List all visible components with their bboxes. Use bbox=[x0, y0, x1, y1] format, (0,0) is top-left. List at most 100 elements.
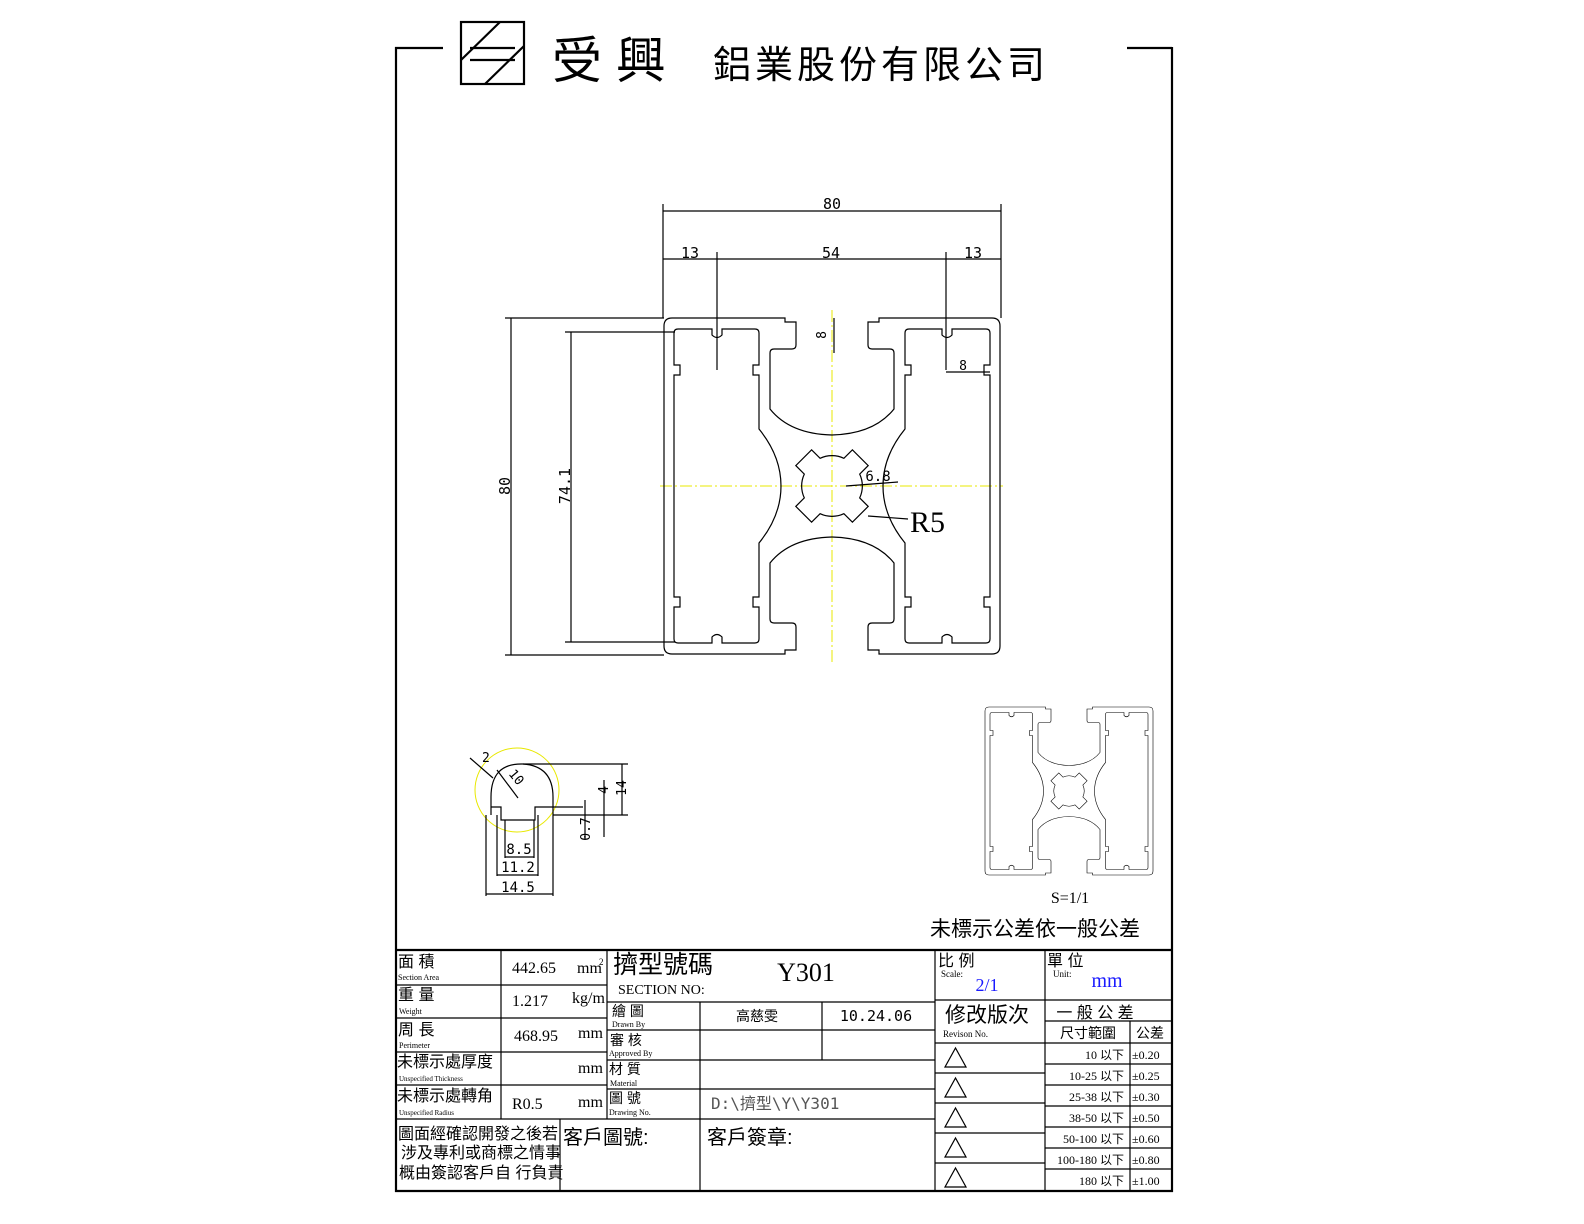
drawing-no-label-en: Drawing No. bbox=[609, 1108, 651, 1117]
thumbnail-scale: S=1/1 bbox=[1051, 890, 1089, 907]
drawn-date: 10.24.06 bbox=[840, 1007, 912, 1025]
sheet-frame bbox=[394, 47, 1174, 1193]
weight-unit: kg/m bbox=[572, 990, 605, 1007]
thickness-unit: mm bbox=[578, 1060, 603, 1077]
drawn-by-label-en: Drawn By bbox=[612, 1020, 645, 1029]
approved-by-label-en: Approved By bbox=[609, 1049, 652, 1058]
unit-label-en: Unit: bbox=[1053, 969, 1072, 979]
dim-side-slot: 8 bbox=[959, 359, 967, 374]
tolerance-table: 10 以下 ±0.20 10-25 以下 ±0.25 25-38 以下 ±0.30 38-5… bbox=[1057, 1048, 1160, 1188]
thickness-label: 未標示處厚度 bbox=[397, 1053, 493, 1071]
section-no-label: 擠型號碼 bbox=[613, 951, 713, 979]
title-block: 面 積 Section Area 442.65 mm 2 重 量 Weight … bbox=[395, 948, 1173, 1191]
customer-drawing-no-label: 客戶圖號: bbox=[563, 1126, 649, 1149]
tolerance-title: 一 般 公 差 bbox=[1056, 1004, 1133, 1022]
revision-triangle-icon bbox=[943, 1166, 968, 1188]
company-logo bbox=[459, 20, 526, 86]
area-label-en: Section Area bbox=[398, 973, 440, 982]
dim-inner-height: 74.1 bbox=[556, 468, 574, 504]
company-name-large: 受 興 bbox=[552, 33, 666, 89]
unit-value: mm bbox=[1091, 970, 1123, 992]
area-value: 442.65 bbox=[512, 960, 556, 977]
perimeter-value: 468.95 bbox=[514, 1028, 558, 1045]
tolerance-header-range: 尺寸範圍 bbox=[1060, 1025, 1116, 1041]
revision-triangles bbox=[943, 1046, 968, 1188]
detail-edge: 2 bbox=[482, 751, 490, 766]
header: 受 興 鋁業股份有限公司 bbox=[395, 20, 1172, 89]
weight-label: 重 量 bbox=[398, 986, 434, 1004]
scale-value: 2/1 bbox=[975, 975, 998, 995]
radius-unit: mm bbox=[578, 1094, 603, 1111]
dim-overall-width: 80 bbox=[823, 195, 841, 213]
material-label-en: Material bbox=[610, 1079, 638, 1088]
tolerance-header-tol: 公差 bbox=[1136, 1025, 1164, 1041]
tolerance-value: ±0.20 bbox=[1132, 1048, 1160, 1062]
unit-label: 單 位 bbox=[1047, 952, 1083, 970]
tolerance-range: 38-50 以下 bbox=[1069, 1111, 1124, 1125]
section-no-value: Y301 bbox=[777, 958, 835, 987]
detail-inner-width: 8.5 bbox=[506, 842, 531, 858]
weight-value: 1.217 bbox=[512, 993, 548, 1010]
main-profile-view bbox=[660, 310, 1003, 662]
scale-label: 比 例 bbox=[938, 952, 974, 970]
tolerance-range: 50-100 以下 bbox=[1063, 1132, 1124, 1146]
disclaimer-line-2: 涉及專利或商標之情事 bbox=[401, 1144, 561, 1162]
detail-mid-width: 11.2 bbox=[501, 860, 535, 876]
perimeter-unit: mm bbox=[578, 1025, 603, 1042]
drawn-by-value: 高慈雯 bbox=[736, 1008, 778, 1024]
radius-value: R0.5 bbox=[512, 1096, 543, 1113]
tolerance-range: 100-180 以下 bbox=[1057, 1153, 1124, 1167]
thickness-label-en: Unspecified Thickness bbox=[399, 1075, 463, 1083]
perimeter-label: 周 長 bbox=[398, 1021, 434, 1039]
dimensions: 80 13 54 13 80 74.1 8 8 6.8 R5 bbox=[496, 195, 1002, 656]
detail-outer-width: 14.5 bbox=[501, 880, 535, 896]
radius-label: 未標示處轉角 bbox=[397, 1087, 493, 1105]
tolerance-note: 未標示公差依一般公差 bbox=[930, 918, 1140, 941]
section-no-label-en: SECTION NO: bbox=[618, 983, 705, 998]
disclaimer-line-3: 概由簽認客戶自 行負責 bbox=[399, 1164, 563, 1182]
tolerance-value: ±0.60 bbox=[1132, 1132, 1160, 1146]
area-label: 面 積 bbox=[398, 953, 434, 971]
drawing-no-label: 圖 號 bbox=[609, 1090, 641, 1106]
tolerance-value: ±0.30 bbox=[1132, 1090, 1160, 1104]
dim-center-span: 54 bbox=[822, 244, 840, 262]
tolerance-range: 10 以下 bbox=[1085, 1048, 1124, 1062]
tolerance-value: ±1.00 bbox=[1132, 1174, 1160, 1188]
thumbnail-view: S=1/1 bbox=[985, 707, 1153, 907]
radius-label-en: Unspecified Radius bbox=[399, 1109, 454, 1117]
slot-detail-view: 2 10 4 14 0.7 8.5 11.2 14.5 bbox=[469, 747, 630, 896]
revision-label-en: Revison No. bbox=[943, 1029, 988, 1039]
revision-triangle-icon bbox=[943, 1136, 968, 1158]
area-unit-sup: 2 bbox=[599, 957, 604, 967]
tolerance-value: ±0.50 bbox=[1132, 1111, 1160, 1125]
drawing-no-value: D:\擠型\Y\Y301 bbox=[711, 1094, 839, 1113]
scale-label-en: Scale: bbox=[941, 969, 963, 979]
revision-label: 修改版次 bbox=[945, 1004, 1029, 1027]
customer-signature-label: 客戶簽章: bbox=[707, 1126, 793, 1149]
drawn-by-label: 繪 圖 bbox=[612, 1003, 644, 1019]
disclaimer-line-1: 圖面經確認開發之後若 bbox=[398, 1125, 558, 1143]
tolerance-range: 10-25 以下 bbox=[1069, 1069, 1124, 1083]
company-name: 鋁業股份有限公司 bbox=[713, 45, 1049, 87]
dim-left-offset: 13 bbox=[681, 244, 699, 262]
detail-lip: 0.7 bbox=[579, 817, 594, 840]
weight-label-en: Weight bbox=[399, 1007, 423, 1016]
tolerance-value: ±0.25 bbox=[1132, 1069, 1160, 1083]
revision-triangle-icon bbox=[943, 1046, 968, 1068]
revision-triangle-icon bbox=[943, 1076, 968, 1098]
tolerance-range: 180 以下 bbox=[1079, 1174, 1124, 1188]
area-unit: mm bbox=[577, 960, 602, 977]
detail-height: 14 bbox=[615, 780, 630, 796]
revision-triangle-icon bbox=[943, 1106, 968, 1128]
tolerance-value: ±0.80 bbox=[1132, 1153, 1160, 1167]
dim-slot-depth: 8 bbox=[815, 331, 830, 339]
dim-right-offset: 13 bbox=[964, 244, 982, 262]
material-label: 材 質 bbox=[609, 1061, 641, 1077]
detail-step: 4 bbox=[597, 786, 612, 794]
tolerance-range: 25-38 以下 bbox=[1069, 1090, 1124, 1104]
dim-center-bore: 6.8 bbox=[865, 469, 890, 485]
dim-overall-height: 80 bbox=[496, 477, 514, 495]
dim-radius: R5 bbox=[910, 506, 945, 539]
perimeter-label-en: Perimeter bbox=[399, 1041, 430, 1050]
